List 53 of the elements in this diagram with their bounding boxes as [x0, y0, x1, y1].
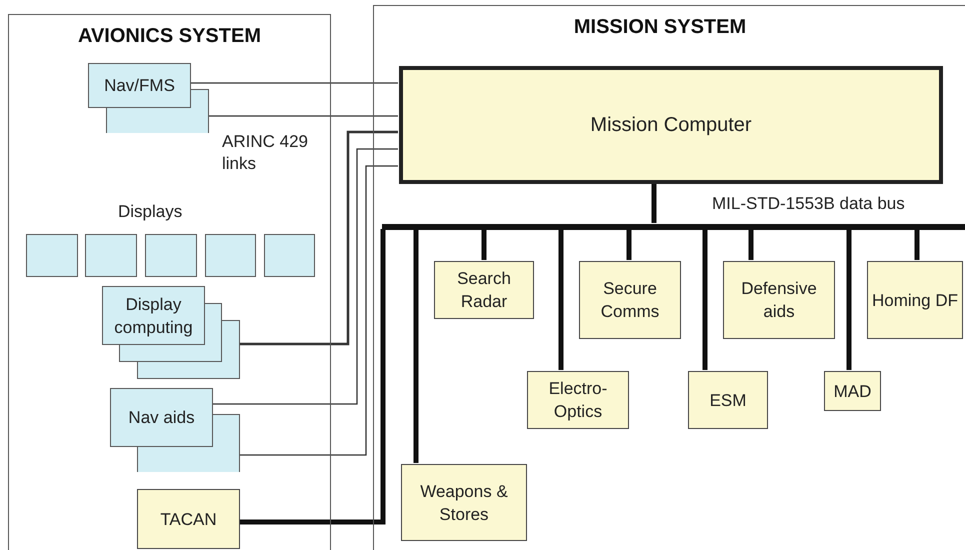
data-bus-line: [558, 229, 564, 370]
connector-line: [239, 130, 398, 346]
panel-title: AVIONICS SYSTEM: [77, 24, 262, 49]
note-label: ARINC 429 links: [222, 131, 309, 175]
computer-box: [399, 66, 943, 184]
unit-box: [434, 261, 534, 319]
unit-label: ESM: [708, 390, 748, 412]
unit-box: [527, 371, 629, 429]
unit-label: MAD: [832, 380, 872, 402]
data-bus-line: [846, 229, 852, 370]
unit-box: [688, 371, 768, 429]
system-panel: [8, 14, 331, 550]
data-bus-line: [702, 229, 708, 370]
unit-label: Nav aids: [128, 407, 195, 429]
unit-box: [205, 234, 256, 277]
unit-box: [264, 234, 315, 277]
unit-label: Secure Comms: [600, 278, 660, 323]
unit-label: TACAN: [159, 508, 218, 530]
unit-box: [137, 489, 240, 549]
note-label: Displays: [118, 201, 182, 223]
unit-box: [401, 464, 527, 541]
connector-line: [209, 115, 398, 117]
panel-title: MISSION SYSTEM: [572, 15, 748, 40]
data-bus-line: [482, 229, 486, 260]
unit-box: [867, 261, 963, 339]
data-bus-line: [239, 229, 386, 524]
data-bus-line: [626, 229, 632, 260]
unit-box: [723, 261, 835, 339]
unit-box: [85, 234, 137, 277]
stacked-unit-boxes: [88, 63, 210, 133]
unit-label: Defensive aids: [740, 278, 818, 323]
data-bus-line: [914, 229, 920, 260]
unit-label: Search Radar: [456, 268, 512, 313]
unit-label: Electro-Optics: [548, 378, 608, 423]
unit-label: Homing DF: [871, 290, 959, 312]
system-panel: [373, 5, 965, 550]
unit-box: [579, 261, 681, 339]
bus-label: MIL-STD-1553B data bus: [712, 193, 905, 215]
stacked-unit-boxes: [110, 388, 240, 472]
data-bus-line: [748, 229, 754, 260]
unit-label: Nav/FMS: [104, 75, 175, 97]
connector-line: [239, 165, 398, 456]
unit-box: [26, 234, 78, 277]
stacked-unit-boxes: [102, 286, 240, 379]
connector-line: [190, 82, 398, 84]
unit-box: [824, 371, 881, 411]
unit-box: [145, 234, 197, 277]
data-bus-line: [414, 229, 418, 463]
unit-label: Weapons & Stores: [419, 480, 509, 526]
unit-label: Mission Computer: [589, 113, 753, 138]
data-bus-line: [652, 183, 656, 223]
connector-line: [212, 148, 398, 405]
unit-label: Display computing: [113, 294, 194, 338]
